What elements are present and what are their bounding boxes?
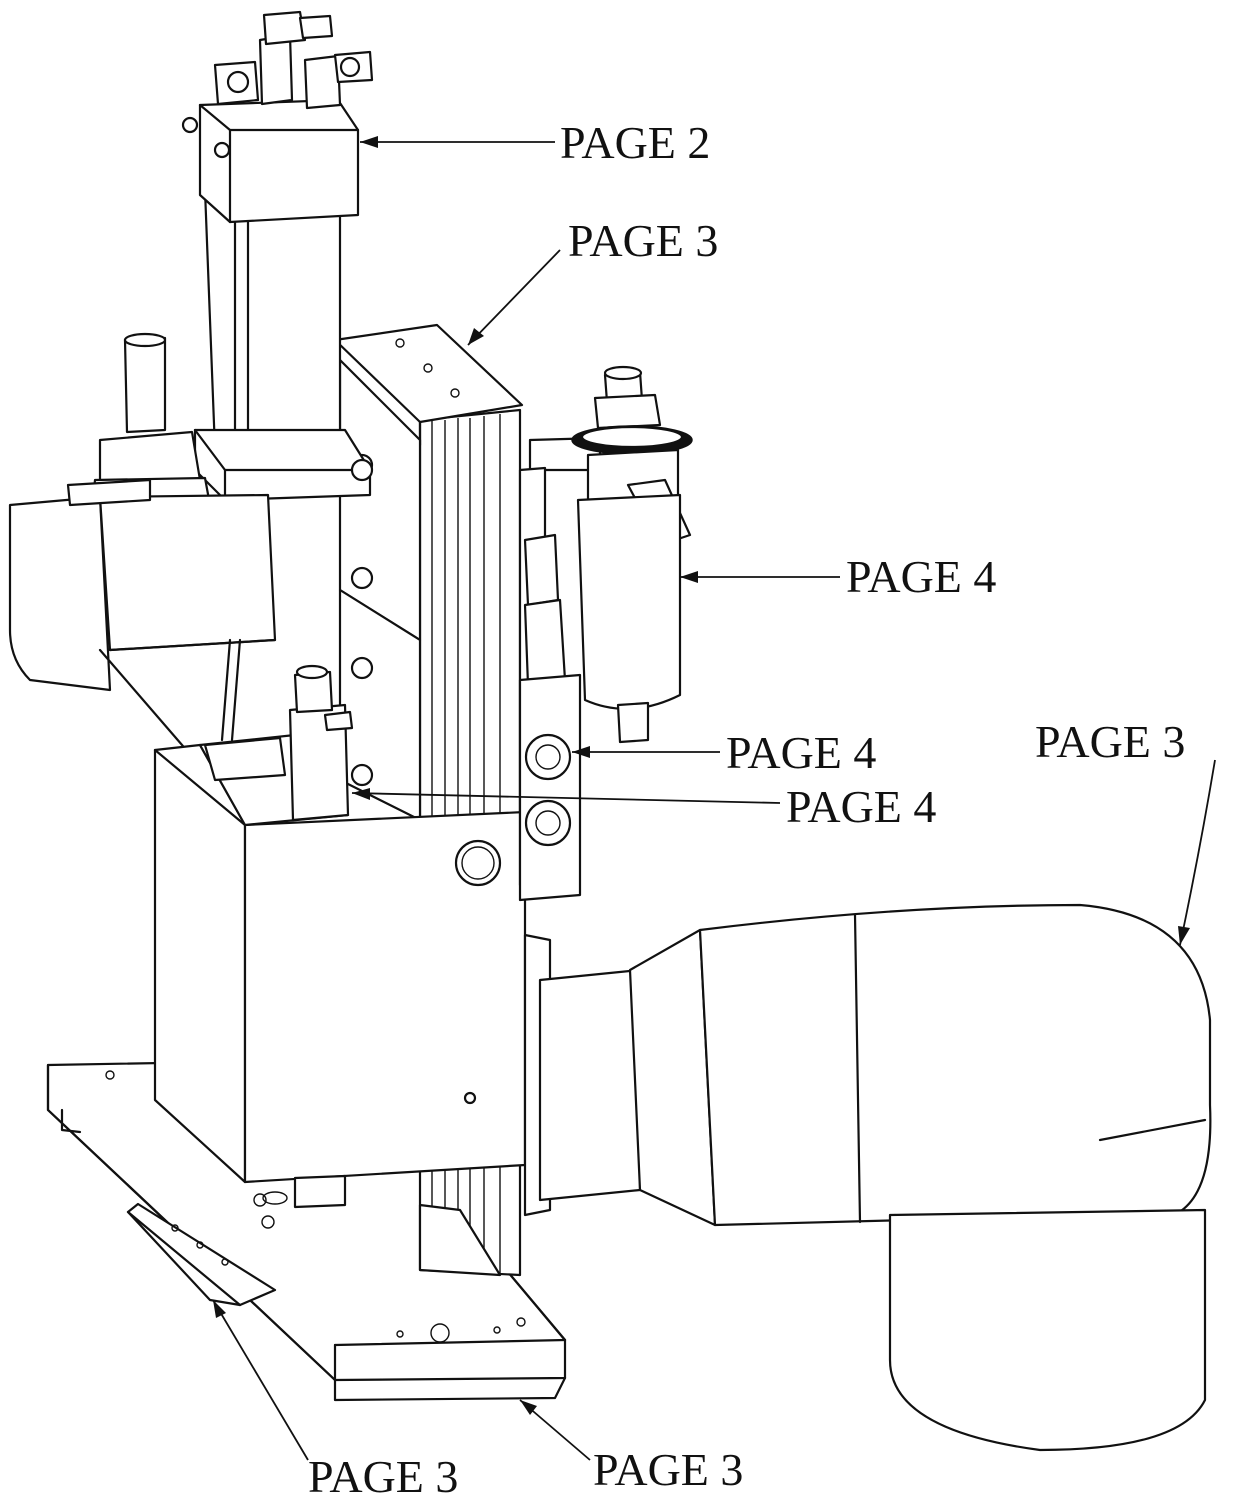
callout-label: PAGE 3 <box>568 215 718 266</box>
callout-page4-fitting-lower: PAGE 4 <box>351 781 936 832</box>
callout-label: PAGE 4 <box>786 781 936 832</box>
nozzle-elbow <box>523 903 1212 1452</box>
callout-label: PAGE 4 <box>726 727 876 778</box>
rail-fittings <box>518 466 582 902</box>
callout-page3-base-left: PAGE 3 <box>212 1299 458 1502</box>
base-underbar <box>126 1202 277 1307</box>
left-motor-unit <box>8 332 277 762</box>
callout-label: PAGE 3 <box>593 1444 743 1495</box>
callout-page4-fitting-upper: PAGE 4 <box>572 727 876 778</box>
callout-page3-nozzle: PAGE 3 <box>1035 716 1216 946</box>
filter-regulator <box>528 365 693 744</box>
callout-page3-base-right: PAGE 3 <box>519 1399 743 1495</box>
callout-label: PAGE 2 <box>560 117 710 168</box>
upper-cylinder <box>181 10 374 502</box>
carriage-blocks <box>338 358 422 822</box>
callout-page4-filter: PAGE 4 <box>680 551 996 602</box>
callout-page3-rail: PAGE 3 <box>467 215 718 346</box>
lower-enclosure <box>153 664 527 1209</box>
callout-label: PAGE 4 <box>846 551 996 602</box>
callout-page2-top: PAGE 2 <box>360 117 710 168</box>
callout-label: PAGE 3 <box>308 1451 458 1502</box>
callout-label: PAGE 3 <box>1035 716 1185 767</box>
